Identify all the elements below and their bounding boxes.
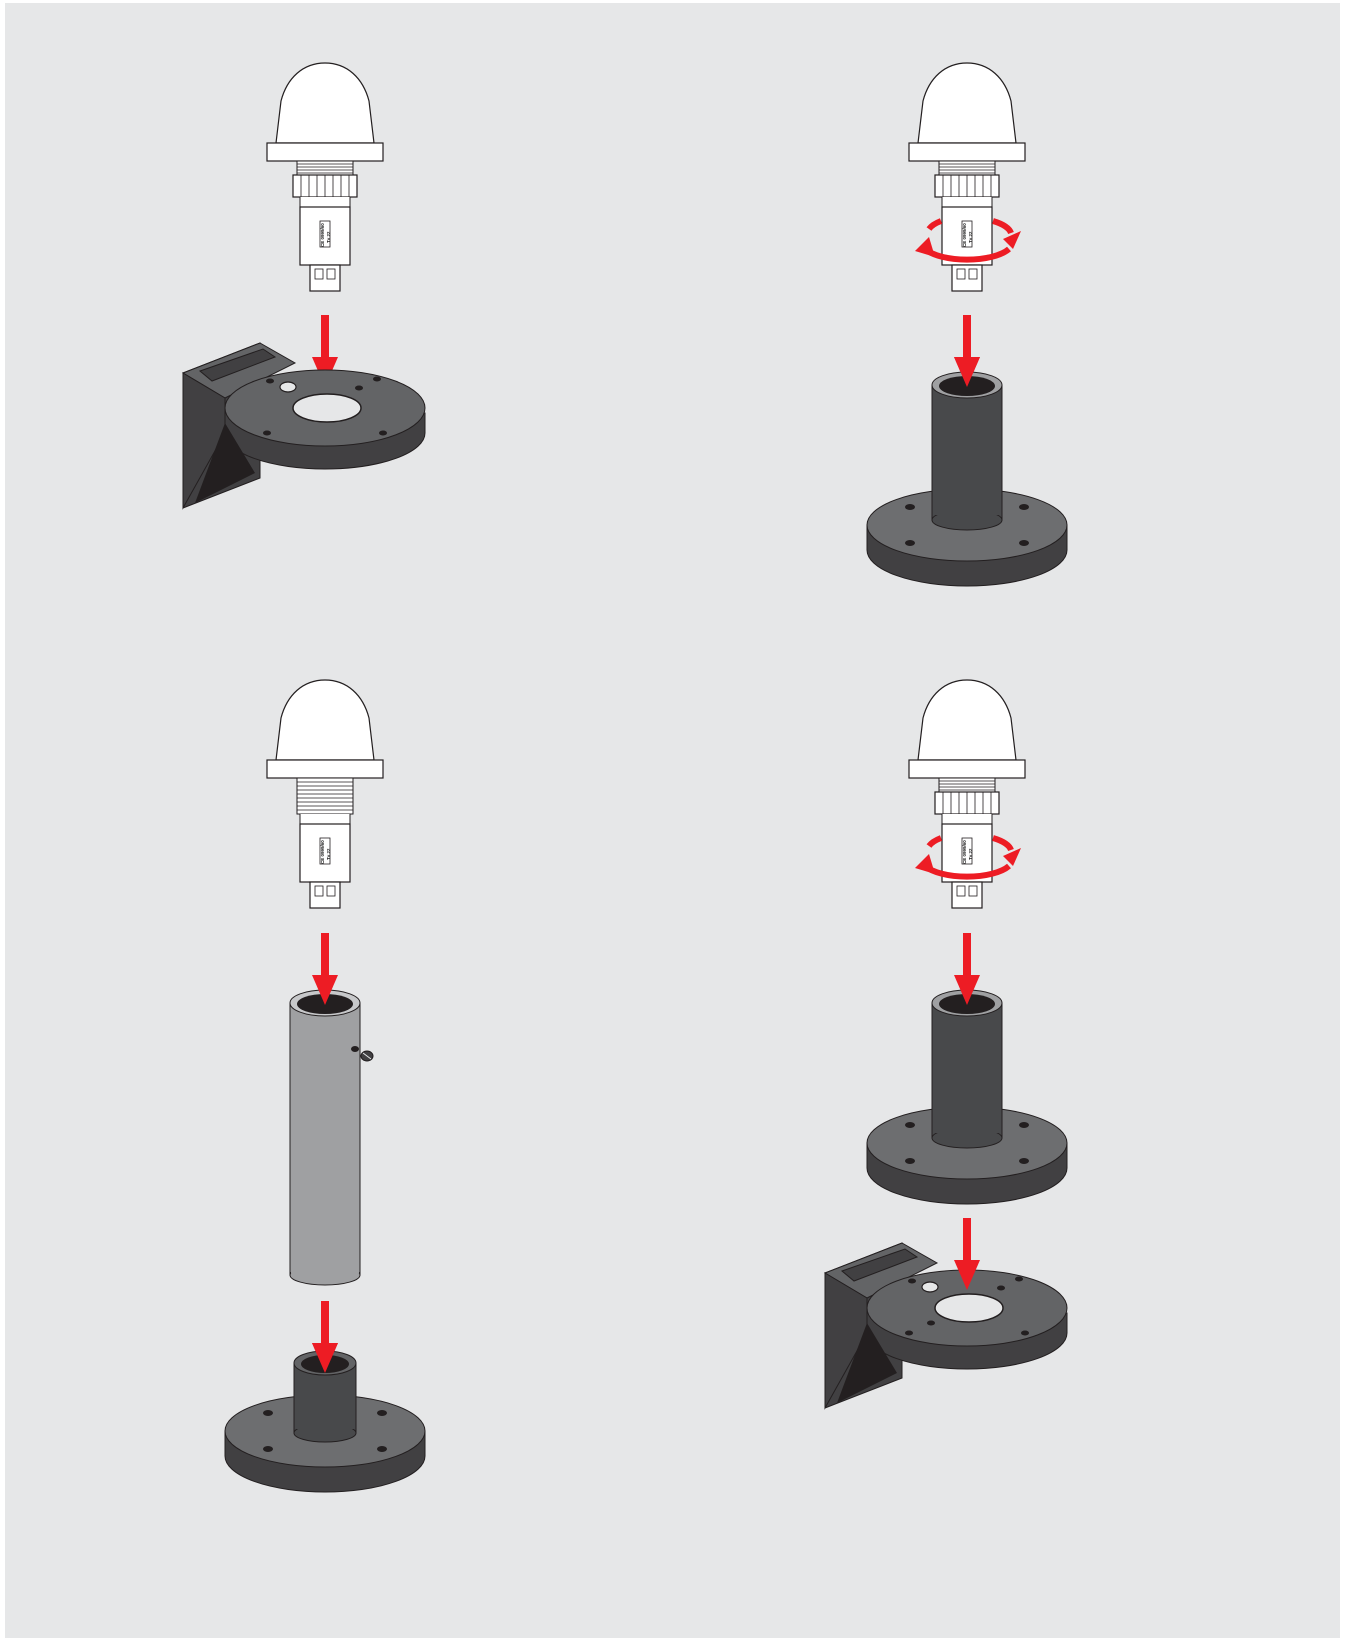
extension-pole: [290, 990, 360, 1285]
lamp-label-line2: Tv 22: [968, 848, 973, 860]
lamp-label-line2: Tv 22: [326, 848, 331, 860]
lamp-label-line2: Tv 22: [326, 231, 331, 243]
lamp-label-line1: CE 0999/60: [962, 223, 967, 247]
lamp-label-line1: CE 0999/60: [962, 840, 967, 864]
lamp-label-line2: Tv 22: [968, 231, 973, 243]
lamp-label-line1: CE 0999/60: [320, 840, 325, 864]
assembly-diagram: CE 0999/60 Tv 22 CE 0999/60 Tv 22: [5, 3, 1340, 1638]
background: [5, 3, 1340, 1638]
assembly-diagram-svg: CE 0999/60 Tv 22 CE 0999/60 Tv 22: [5, 3, 1340, 1638]
lamp-label-line1: CE 0999/60: [320, 223, 325, 247]
